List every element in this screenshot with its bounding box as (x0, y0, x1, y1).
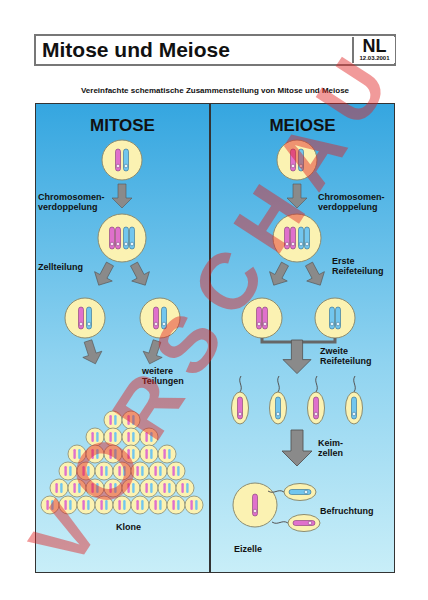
step-label: Erste Reifeteilung (332, 256, 392, 276)
step-label: Befruchtung (320, 506, 390, 516)
cell-doubled (98, 214, 146, 262)
step-label: Zellteilung (38, 262, 108, 272)
clone-cell (158, 479, 176, 497)
step-label: Eizelle (234, 544, 294, 554)
step-label: Zweite Reifeteilung (320, 346, 380, 366)
step-label: Chromosomen- verdoppelung (38, 192, 113, 212)
node-heading: MITOSE (36, 104, 209, 136)
cell (315, 298, 355, 338)
clone-cell (167, 462, 185, 480)
step-label: Keim- zellen (318, 438, 354, 458)
page-title: Mitose und Meiose (42, 38, 230, 62)
clone-cell (167, 496, 185, 514)
egg-cell (233, 483, 277, 527)
cell (65, 298, 105, 338)
clone-cell (176, 479, 194, 497)
clone-cell (149, 496, 167, 514)
chromosome-pink (253, 494, 258, 516)
cell (102, 140, 142, 180)
clone-cell (185, 496, 203, 514)
